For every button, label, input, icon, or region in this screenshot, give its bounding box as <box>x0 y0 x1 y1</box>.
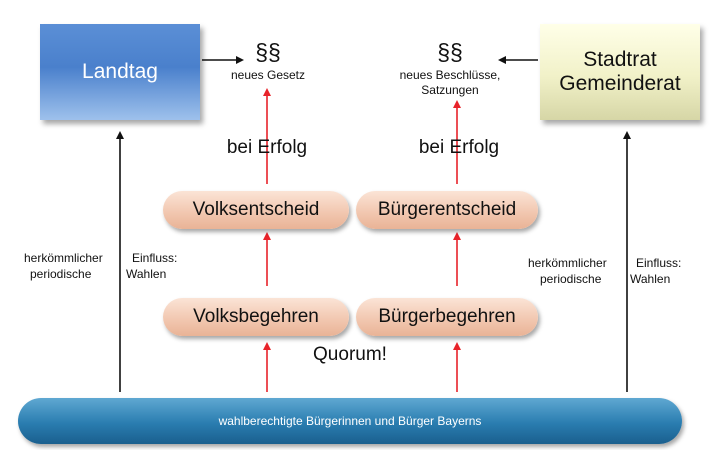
volksbegehren-box: Volksbegehren <box>163 298 349 336</box>
landtag-label: Landtag <box>82 60 158 83</box>
landtag-box: Landtag <box>40 24 200 120</box>
volksentscheid-box: Volksentscheid <box>163 191 349 229</box>
neues-gesetz-label: neues Gesetz <box>230 68 306 82</box>
left-periodische-label: periodische <box>30 267 92 281</box>
neues-beschluesse-line1: neues Beschlüsse, <box>399 68 501 82</box>
bei-erfolg-left-label: bei Erfolg <box>226 137 308 158</box>
buerger-base-bar: wahlberechtigte Bürgerinnen und Bürger B… <box>18 398 682 444</box>
buergerbegehren-box: Bürgerbegehren <box>356 298 538 336</box>
buergerbegehren-label: Bürgerbegehren <box>378 306 516 327</box>
neues-beschluesse-label: neues Beschlüsse, Satzungen <box>385 68 515 98</box>
left-einfluss-label: Einfluss: <box>132 251 178 265</box>
gemeinderat-label: Gemeinderat <box>559 72 681 95</box>
volksbegehren-label: Volksbegehren <box>193 306 319 327</box>
left-wahlen-label: Wahlen <box>126 267 167 281</box>
gesetz-paragraph-symbol: §§ <box>255 39 281 65</box>
satzungen-line2: Satzungen <box>421 83 479 97</box>
volksentscheid-label: Volksentscheid <box>192 199 320 220</box>
stadtrat-box: Stadtrat Gemeinderat <box>540 24 700 120</box>
right-wahlen-label: Wahlen <box>630 272 671 286</box>
left-herkoemmlicher-label: herkömmlicher <box>24 251 103 265</box>
beschluesse-paragraph-symbol: §§ <box>437 39 463 65</box>
buergerentscheid-label: Bürgerentscheid <box>377 199 517 220</box>
bei-erfolg-right-label: bei Erfolg <box>418 137 500 158</box>
right-herkoemmlicher-label: herkömmlicher <box>528 256 607 270</box>
stadtrat-label: Stadtrat <box>583 48 657 71</box>
buerger-base-label: wahlberechtigte Bürgerinnen und Bürger B… <box>218 414 482 428</box>
right-periodische-label: periodische <box>540 272 602 286</box>
quorum-label: Quorum! <box>313 344 387 365</box>
buergerentscheid-box: Bürgerentscheid <box>356 191 538 229</box>
right-einfluss-label: Einfluss: <box>636 256 682 270</box>
